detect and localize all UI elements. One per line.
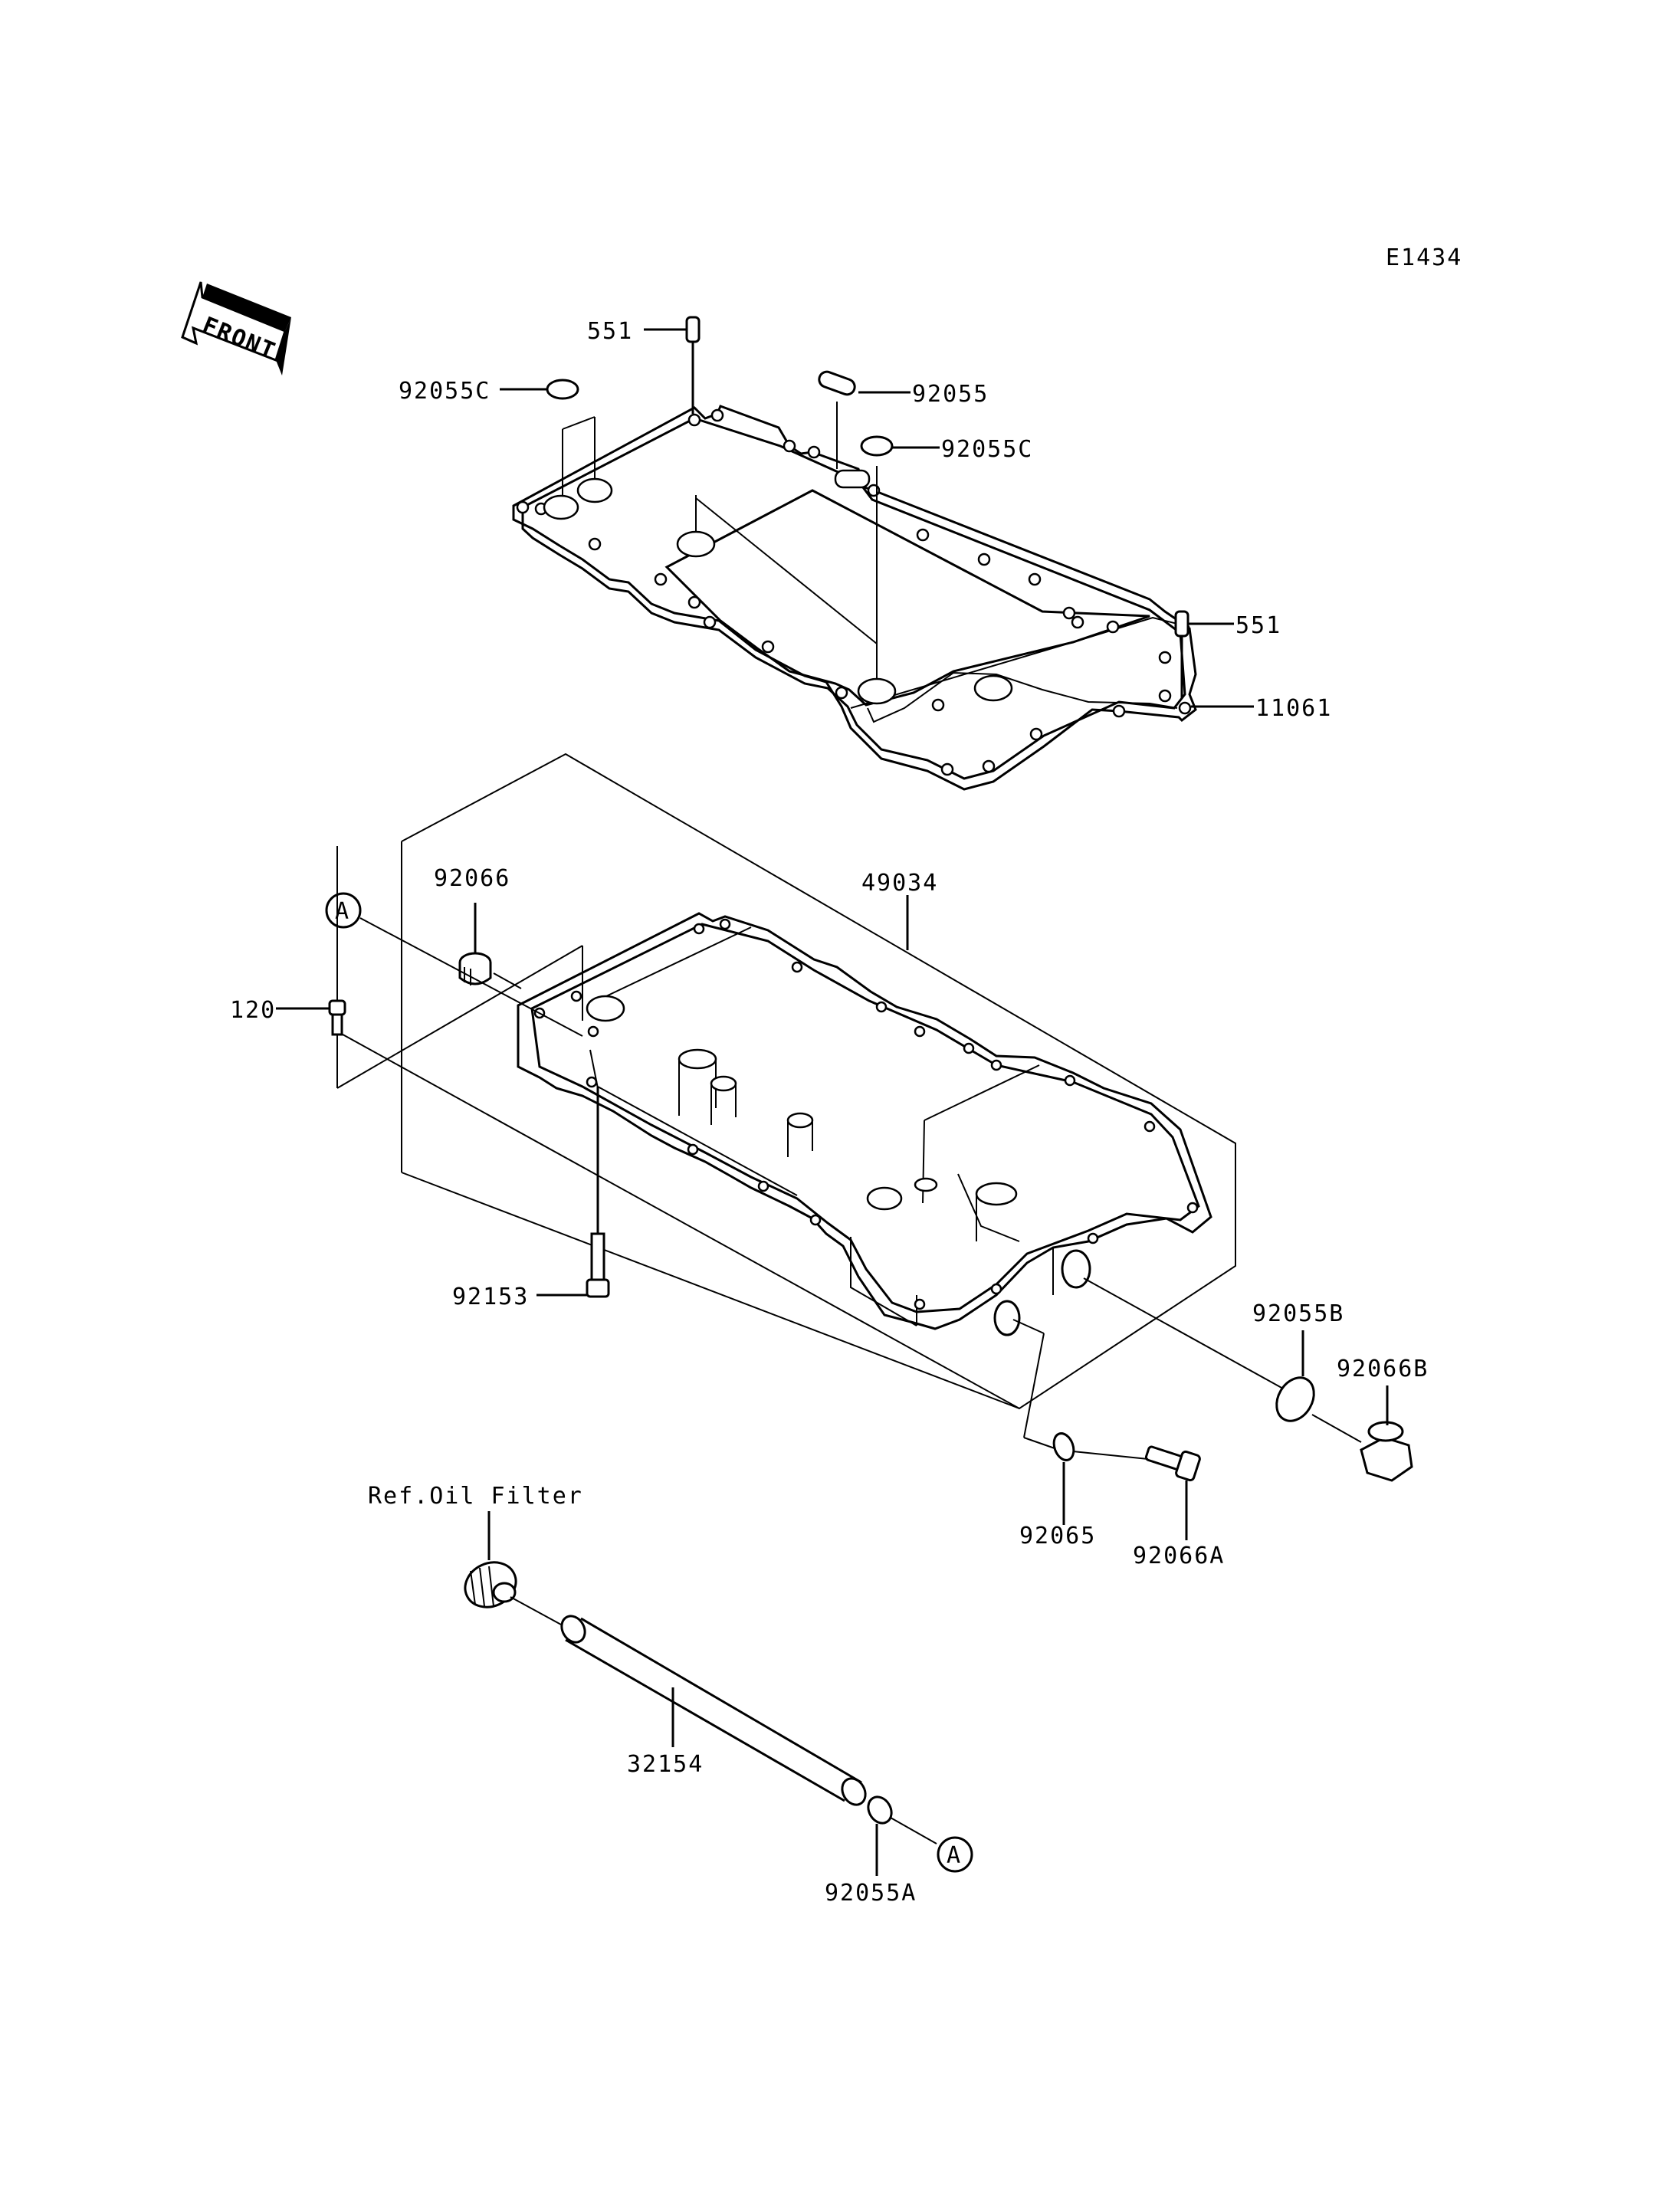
reference-marker-a-bottom: [937, 1836, 973, 1873]
o-ring-92055b: [1275, 1376, 1315, 1422]
diagram-code: E1434: [1386, 244, 1462, 271]
drain-bolt-92066a: [1144, 1445, 1201, 1482]
label-32154: 32154: [627, 1751, 704, 1778]
o-ring-92055c-right: [860, 435, 894, 457]
label-ref-oil-filter: Ref.Oil Filter: [368, 1483, 583, 1510]
reference-marker-a-top-text: A: [335, 898, 350, 925]
oil-filter-fitting: [464, 1561, 517, 1608]
seal-92055: [818, 370, 856, 396]
label-92055c-right: 92055C: [941, 436, 1033, 463]
reference-marker-a-bottom-text: A: [947, 1842, 962, 1869]
label-92055a: 92055A: [825, 1880, 917, 1907]
plug-92066: [458, 952, 492, 985]
label-92066b: 92066B: [1337, 1356, 1429, 1382]
label-92066: 92066: [434, 865, 510, 892]
label-120: 120: [230, 997, 276, 1024]
label-92055: 92055: [912, 381, 989, 408]
label-92055b: 92055B: [1252, 1300, 1344, 1327]
dowel-pin-551-right: [1174, 610, 1189, 638]
label-11061: 11061: [1255, 695, 1332, 722]
label-551-right: 551: [1235, 612, 1281, 639]
front-arrow-icon: FRONT: [181, 281, 291, 375]
bolt-120: [328, 999, 346, 1036]
label-92055c-left: 92055C: [399, 378, 491, 405]
label-551-top: 551: [587, 318, 633, 345]
bolt-92153: [586, 1232, 610, 1298]
oil-pan-49034: [517, 912, 1212, 1336]
gasket-11061: [512, 405, 1197, 791]
o-ring-92055c-left: [546, 379, 579, 400]
gasket-holes: [516, 408, 1192, 776]
label-92065: 92065: [1019, 1523, 1096, 1549]
dowel-pin-551-top: [685, 316, 701, 343]
reference-marker-a-top: [325, 892, 362, 929]
plug-92066b: [1360, 1421, 1413, 1482]
pipe-32154: [560, 1615, 867, 1806]
label-92066a: 92066A: [1133, 1543, 1225, 1569]
label-92153: 92153: [452, 1284, 529, 1310]
o-ring-92055a: [867, 1795, 893, 1825]
washer-92065: [1052, 1432, 1075, 1461]
label-49034: 49034: [861, 870, 938, 897]
